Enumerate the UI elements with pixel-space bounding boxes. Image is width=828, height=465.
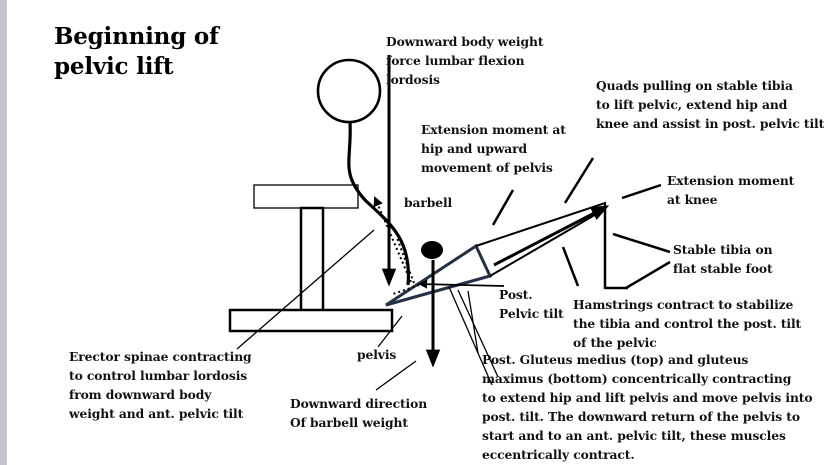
leader-pelvis xyxy=(377,315,403,348)
spine-line xyxy=(347,121,411,286)
label-extension-moment-hip: Extension moment at hip and upward movem… xyxy=(421,122,566,175)
dotted-line-middle xyxy=(396,237,415,284)
leader-glute-2 xyxy=(457,289,499,378)
leader-downward xyxy=(375,360,417,391)
leader-hamstrings xyxy=(561,246,580,287)
bench-base xyxy=(228,308,394,333)
left-border-bar xyxy=(0,0,7,465)
label-quads: Quads pulling on stable tibia to lift pe… xyxy=(596,78,825,131)
pelvis-triangle xyxy=(385,243,493,307)
label-gluteus: Post. Gluteus medius (top) and gluteus m… xyxy=(482,352,813,462)
label-extension-moment-knee: Extension moment at knee xyxy=(667,173,795,207)
quads-arrow xyxy=(493,205,610,267)
label-pelvis: pelvis xyxy=(357,347,397,362)
leader-erector xyxy=(236,229,375,350)
leader-glute-1 xyxy=(448,286,493,386)
barbell-plate xyxy=(421,241,443,259)
label-downward-direction: Downward direction Of barbell weight xyxy=(290,396,428,430)
head-circle xyxy=(316,58,382,124)
label-post-pelvic-tilt: Post. Pelvic tilt xyxy=(499,287,564,321)
label-barbell: barbell xyxy=(404,195,453,210)
label-downward-body-weight: Downward body weight force lumbar flexio… xyxy=(386,34,544,87)
label-erector-spinae: Erector spinae contracting to control lu… xyxy=(69,349,252,421)
dotted-line-left xyxy=(373,196,412,283)
leader-quads xyxy=(563,157,595,204)
diagram-title: Beginning of pelvic lift xyxy=(54,23,219,80)
leader-hip xyxy=(491,189,515,226)
leader-tibia-1 xyxy=(612,232,671,254)
label-hamstrings: Hamstrings contract to stabilize the tib… xyxy=(573,297,802,350)
bench-pad xyxy=(253,184,359,209)
leader-glute-3 xyxy=(467,290,479,354)
leader-tibia-2 xyxy=(625,260,671,290)
leader-knee xyxy=(621,183,662,200)
label-stable-tibia: Stable tibia on flat stable foot xyxy=(673,242,773,276)
bench-post xyxy=(299,206,325,313)
